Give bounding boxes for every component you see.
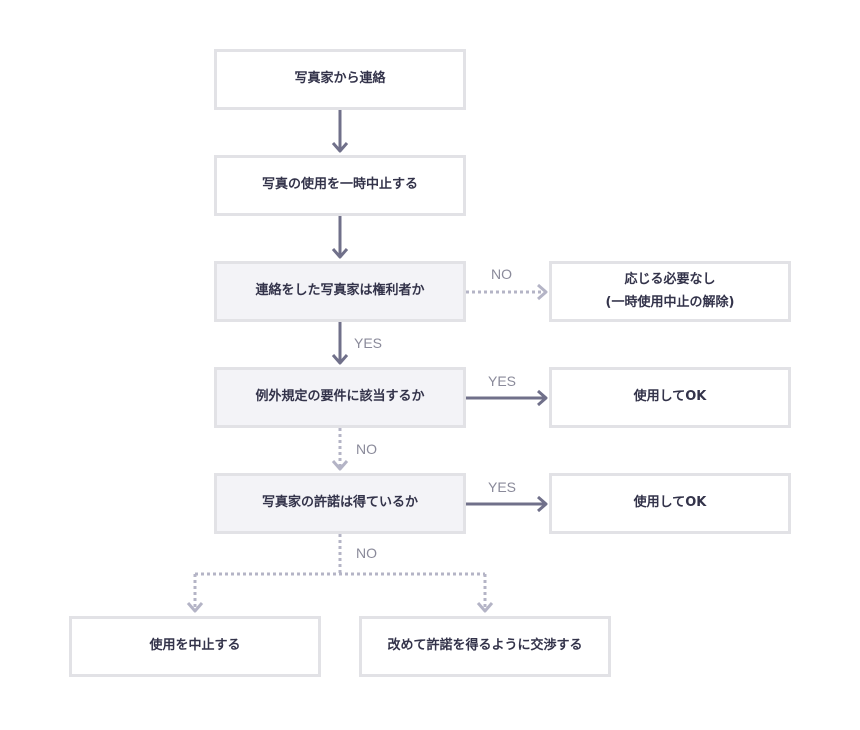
arrow-permission-yes bbox=[466, 495, 548, 513]
arrow-permission-no bbox=[186, 534, 494, 613]
arrow-contact-to-suspend bbox=[331, 110, 349, 153]
label-no-rights: NO bbox=[491, 266, 512, 282]
arrow-exception-no bbox=[331, 428, 349, 471]
node-contact: 写真家から連絡 bbox=[214, 49, 466, 110]
arrow-rights-yes bbox=[331, 322, 349, 365]
node-ok-exception: 使用してOK bbox=[549, 367, 791, 428]
node-stop-use: 使用を中止する bbox=[69, 616, 321, 677]
label-yes-permission: YES bbox=[488, 479, 517, 495]
label-yes-rights: YES bbox=[354, 335, 383, 351]
arrow-rights-no bbox=[466, 283, 548, 301]
node-negotiate: 改めて許諾を得るように交渉する bbox=[359, 616, 611, 677]
label-no-exception: NO bbox=[356, 441, 377, 457]
arrow-suspend-to-rights bbox=[331, 216, 349, 259]
decision-permission: 写真家の許諾は得ているか bbox=[214, 473, 466, 534]
node-suspend-use: 写真の使用を一時中止する bbox=[214, 155, 466, 216]
decision-exception: 例外規定の要件に該当するか bbox=[214, 367, 466, 428]
arrow-exception-yes bbox=[466, 389, 548, 407]
label-no-permission: NO bbox=[356, 545, 377, 561]
label-yes-exception: YES bbox=[488, 373, 517, 389]
decision-rights-holder: 連絡をした写真家は権利者か bbox=[214, 261, 466, 322]
node-no-response: 応じる必要なし (一時使用中止の解除) bbox=[549, 261, 791, 322]
node-ok-permission: 使用してOK bbox=[549, 473, 791, 534]
